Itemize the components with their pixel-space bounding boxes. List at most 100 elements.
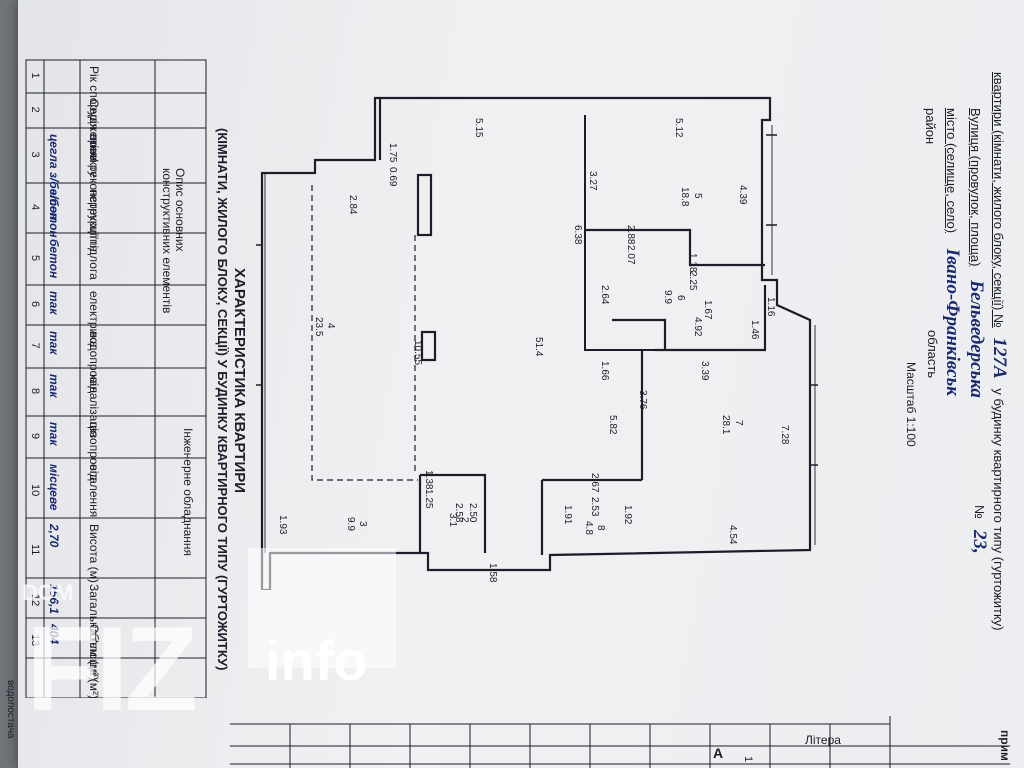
dimension-label: 1.66: [599, 361, 610, 381]
table-column-number: 10: [29, 484, 41, 496]
dimension-label: 1.67: [702, 300, 713, 320]
open-area: 51.4: [533, 337, 544, 357]
dimension-label: 2.64: [599, 285, 610, 305]
characteristics-title: ХАРАКТЕРИСТИКА КВАРТИРИ: [231, 268, 248, 494]
dimension-label: 2.67: [589, 473, 600, 493]
street-value: Бельведерська: [966, 280, 987, 398]
dimension-label: 1.91: [562, 505, 573, 525]
table-column-label: водопровід: [87, 331, 101, 393]
street-label: Вулиця (провулок, площа): [968, 108, 983, 267]
city-value: Івано-Франківськ: [942, 248, 963, 396]
dimension-label: 2.84: [347, 195, 358, 215]
table-column-number: 1: [29, 73, 41, 79]
dimension-label: 0.69: [387, 167, 398, 187]
dimension-label: 4.39: [737, 185, 748, 205]
dimension-label: 5.12: [673, 118, 684, 138]
dimension-label: 2.88: [625, 225, 636, 245]
dimension-label: 1.92: [622, 505, 633, 525]
dimension-label: 1.46: [749, 320, 760, 340]
dimension-label: 1.25: [423, 489, 434, 509]
room6-area: 9.9: [662, 290, 673, 304]
table-column-number: 8: [29, 388, 41, 394]
table-cell-value: так: [47, 331, 61, 355]
table-cell-value: бетон: [47, 239, 61, 279]
bottom-cell-num: 1: [742, 756, 754, 762]
watermark-logo: FIZ: [26, 602, 198, 736]
city-label: місто (селище, село): [944, 108, 959, 234]
room8-no: 8: [595, 525, 606, 531]
room4-area: 23.5: [313, 317, 324, 337]
table-column-number: 13: [29, 634, 41, 646]
left-edge-text: водопостача: [5, 680, 16, 739]
table-cell-value: 156,1: [47, 584, 61, 614]
bottom-table: А 1 Літера: [230, 716, 1010, 768]
table-cell-value: цегла з/бетон: [47, 134, 61, 221]
room6-no: 6: [675, 295, 686, 301]
table-cell-value: місцеве: [47, 464, 61, 511]
flat-number: 127А: [989, 337, 1010, 379]
table-cell-value: так: [47, 422, 61, 446]
room7-area: 28.1: [720, 415, 731, 435]
right-edge-text: прим: [998, 730, 1012, 761]
characteristics-subtitle: (КІМНАТИ, ЖИЛОГО БЛОКУ, СЕКЦІЇ) У БУДИНК…: [215, 128, 230, 671]
house-label: №: [972, 505, 987, 519]
dimension-label: 1.75: [387, 143, 398, 163]
table-column-number: 4: [29, 204, 41, 210]
dimension-label: 7.28: [779, 425, 790, 445]
dimension-label: 1.58: [487, 563, 498, 583]
table-column-label: підлога: [87, 239, 101, 280]
table-column-label: Об'єм (м³): [87, 624, 101, 680]
table-cell-value: 2,70: [47, 523, 61, 548]
bottom-column-label: Літера: [805, 733, 841, 747]
dimension-label: 6.38: [572, 225, 583, 245]
table-column-number: 5: [29, 255, 41, 261]
table-column-label: опалення: [87, 464, 101, 517]
table-column-label: стіни: [87, 134, 101, 162]
room3-no: 3: [357, 521, 368, 527]
characteristics-table: ХАРАКТЕРИСТИКА КВАРТИРИ (КІМНАТИ, ЖИЛОГО…: [20, 48, 248, 698]
dimension-label: 1.93: [277, 515, 288, 535]
header-title-line: квартири (кімнати, жилого блоку, секції)…: [988, 72, 1010, 631]
table-column-label: електрика: [87, 291, 101, 348]
room2-no: 2: [459, 517, 470, 523]
watermark-info: info: [265, 629, 368, 692]
table-column-number: 3: [29, 152, 41, 158]
street-row: Вулиця (провулок, площа) Бельведерська: [965, 108, 987, 398]
table-column-label: Загальна площа (м²): [87, 584, 101, 698]
dimension-label: 4.54: [727, 525, 738, 545]
table-column-number: 9: [29, 433, 41, 439]
table-column-label: каналізація: [87, 374, 101, 437]
scale-label: Масштаб 1:100: [904, 362, 918, 447]
room5-area: 18.8: [679, 187, 690, 207]
district-label: район: [923, 108, 938, 145]
watermark-brand: DOM: [22, 580, 74, 605]
room2-area: 3.1: [447, 513, 458, 527]
table-column-label: Висота (м): [87, 524, 101, 583]
dimension-label: 5.15: [473, 118, 484, 138]
dimension-label: 2.53: [589, 497, 600, 517]
dimension-label: 10.55: [412, 340, 423, 365]
room3-area: 9.9: [345, 517, 356, 531]
dimension-label: 2.58: [453, 503, 464, 523]
dimension-label: 3.39: [699, 361, 710, 381]
floor-plan: 4 23.5 51.4 5 18.8 6 9.9 7 28.1 8 4.8 3 …: [256, 96, 818, 590]
table-cell-value: 404: [47, 623, 61, 644]
dimension-label: 5.82: [607, 415, 618, 435]
room7-no: 7: [733, 420, 744, 426]
room8-area: 4.8: [583, 521, 594, 535]
table-column-number: 12: [29, 594, 41, 606]
table-column-label: газопровід: [87, 422, 101, 481]
table-column-label: Серія проекту: [87, 99, 101, 177]
dimension-label: 1.16: [765, 297, 776, 317]
dimension-label: 4.92: [692, 317, 703, 337]
table-column-number: 7: [29, 343, 41, 349]
table-cell-value: з/бетон: [47, 189, 61, 238]
dimension-label: 2.50: [467, 503, 478, 523]
dimension-label: 1.18: [687, 253, 698, 273]
city-row: місто (селище, село) Івано-Франківськ: [941, 108, 963, 396]
table-column-label: Рік спорудження/ реконструкції: [87, 66, 101, 240]
header-title-suffix: у будинку квартирного типу (гуртожитку): [991, 388, 1006, 631]
table-cell-value: так: [47, 291, 61, 315]
table-cell-value: так: [47, 374, 61, 398]
